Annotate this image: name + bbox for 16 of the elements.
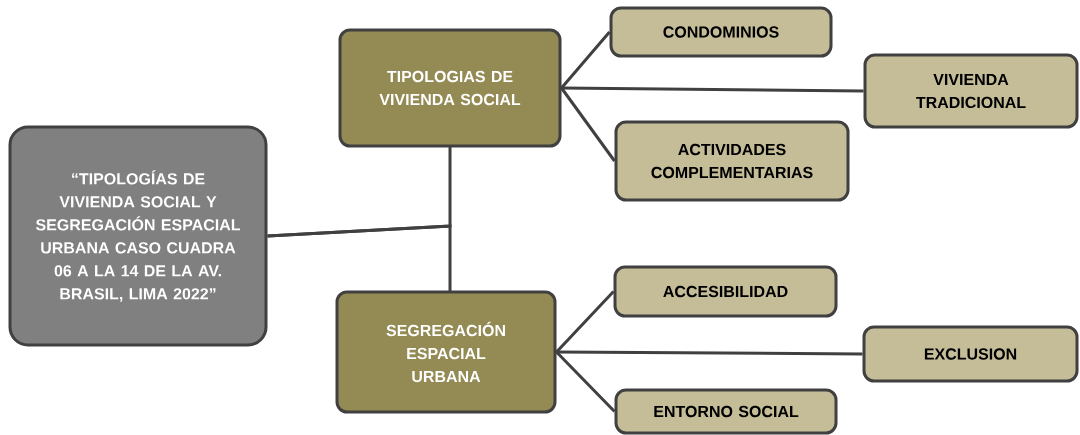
subcategory-box: EXCLUSION [862,325,1079,383]
category-box: TIPOLOGIAS DE VIVIENDA SOCIAL [338,28,562,148]
category-box: SEGREGACIÓN ESPACIAL URBANA [335,290,557,414]
subcategory-box: ACCESIBILIDAD [613,265,838,318]
connector-line [267,224,452,292]
subcategory-box: VIVIENDA TRADICIONAL [863,53,1079,129]
connector-line [560,31,611,89]
connector-line [555,350,616,413]
connector-line [561,86,864,93]
subcategory-box: CONDOMINIOS [609,6,833,58]
topic-box: “TIPOLOGÍAS DE VIVIENDA SOCIAL Y SEGREGACIÓN ESPACIAL URBANA CASO CUADRA 06 A LA 14 DE LA AV. BRASIL, LIMA 2022” [8,125,268,347]
subcategory-box: ENTORNO SOCIAL [614,388,838,435]
connector-line [556,350,863,356]
connector-line [555,290,615,354]
subcategory-box: ACTIVIDADES COMPLEMENTARIAS [614,120,850,202]
connector-line [560,87,616,162]
